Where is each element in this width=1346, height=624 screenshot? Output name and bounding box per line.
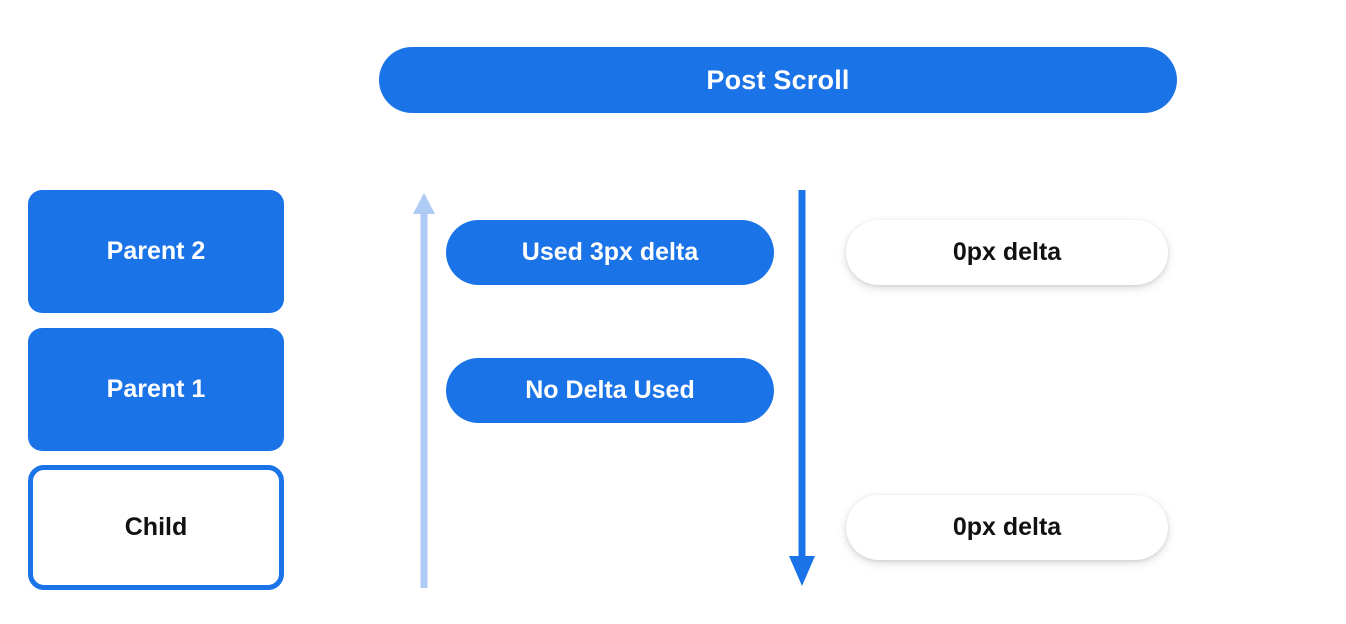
pill-no-delta-used: No Delta Used: [446, 358, 774, 423]
node-child: Child: [28, 465, 284, 590]
node-parent-2-label: Parent 2: [106, 237, 206, 265]
pill-0px-delta-top-label: 0px delta: [952, 238, 1062, 266]
node-parent-1-label: Parent 1: [106, 375, 206, 403]
arrow-down-icon: [789, 190, 815, 586]
pill-no-delta-used-label: No Delta Used: [525, 376, 695, 404]
pill-used-3px-delta: Used 3px delta: [446, 220, 774, 285]
pill-used-3px-delta-label: Used 3px delta: [521, 238, 699, 266]
pill-0px-delta-top: 0px delta: [846, 220, 1168, 285]
node-parent-2: Parent 2: [28, 190, 284, 313]
arrow-up-icon: [413, 193, 435, 588]
pill-0px-delta-bottom: 0px delta: [846, 495, 1168, 560]
node-parent-1: Parent 1: [28, 328, 284, 451]
post-scroll-banner: Post Scroll: [379, 47, 1177, 113]
pill-0px-delta-bottom-label: 0px delta: [952, 513, 1062, 541]
banner-title: Post Scroll: [706, 64, 850, 95]
node-child-label: Child: [124, 513, 188, 541]
